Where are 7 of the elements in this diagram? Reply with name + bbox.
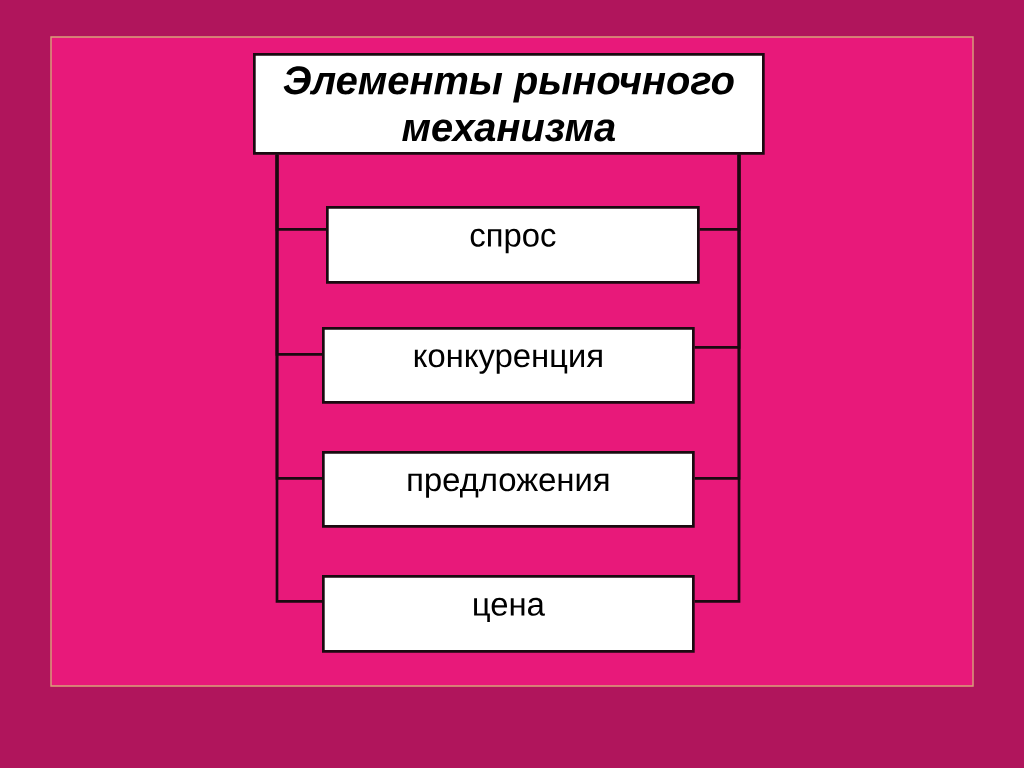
concept-box: цена bbox=[322, 575, 695, 653]
concept-box: конкуренция bbox=[322, 327, 695, 404]
connector-line bbox=[694, 154, 741, 603]
concept-box: спрос bbox=[326, 206, 700, 284]
title-box: Элементы рыночного механизма bbox=[253, 53, 765, 155]
connector-line bbox=[275, 154, 322, 603]
concept-box: предложения bbox=[322, 451, 695, 528]
